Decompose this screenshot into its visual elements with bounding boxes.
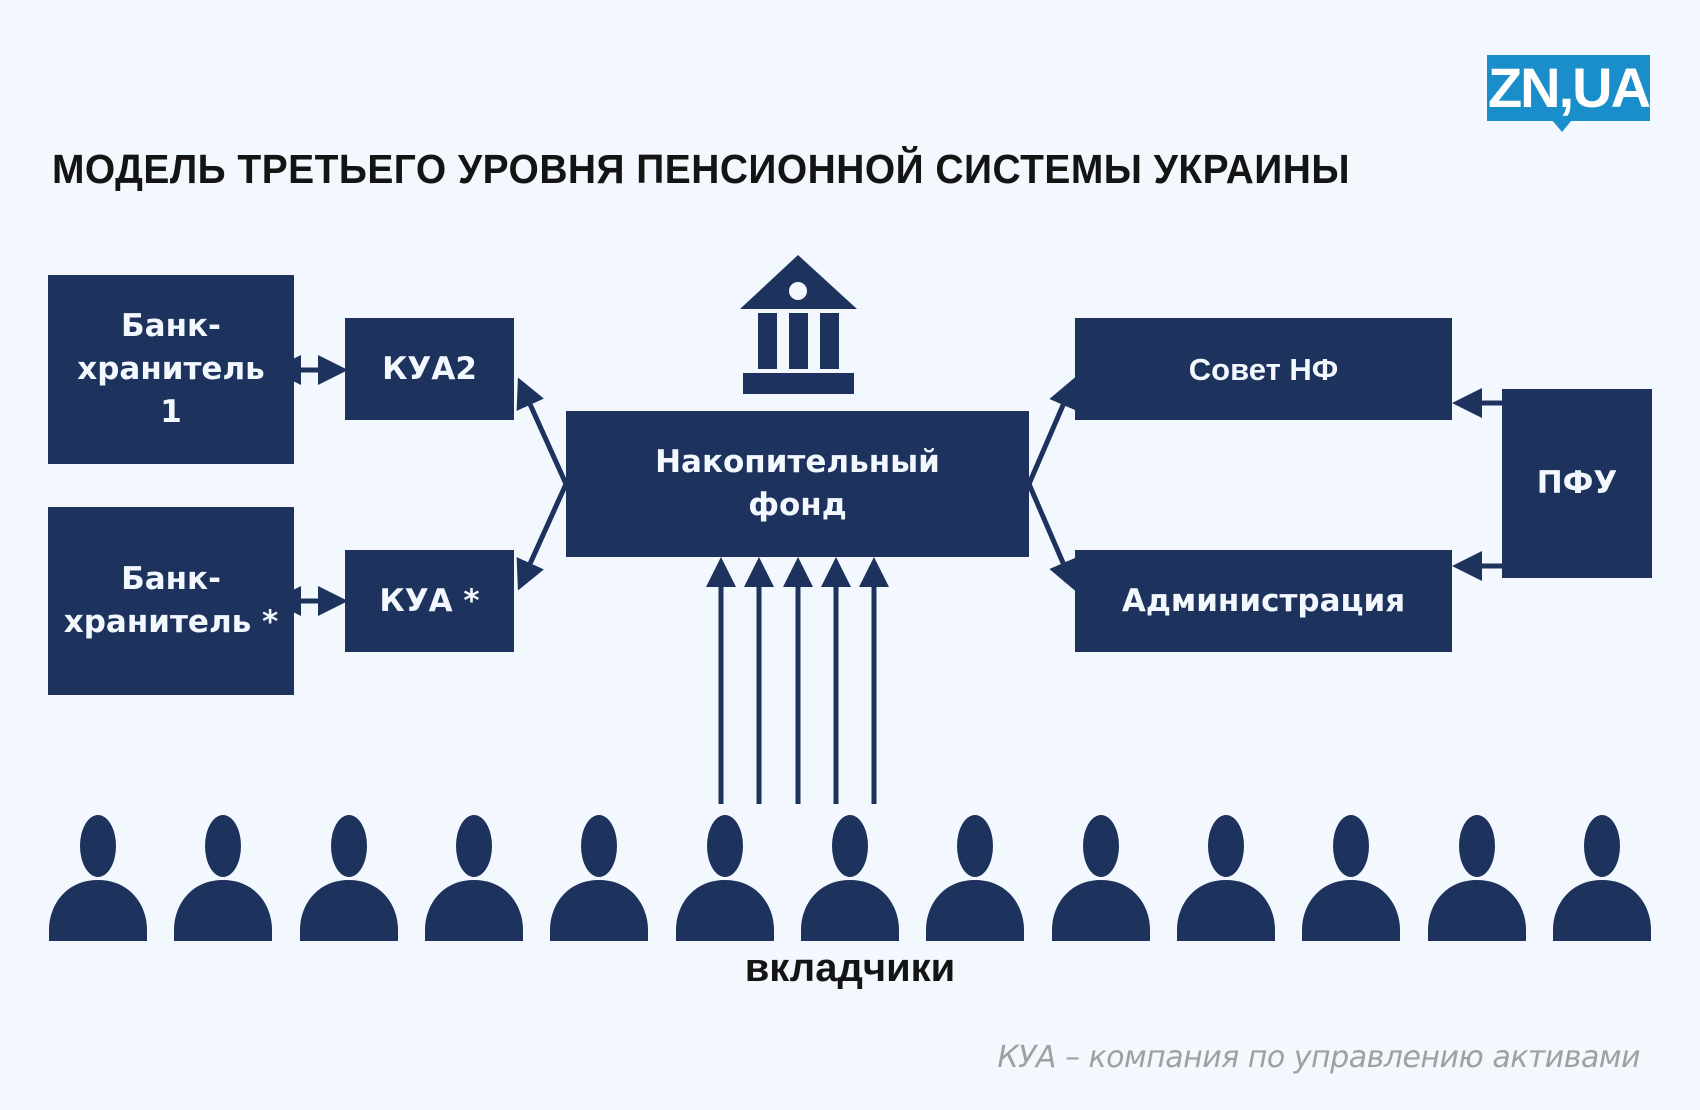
person-body bbox=[1427, 880, 1526, 941]
depositors-label: вкладчики bbox=[744, 946, 956, 990]
footnote: КУА – компания по управлению активами bbox=[997, 1040, 1640, 1075]
person-icon bbox=[1302, 815, 1401, 941]
arrow-fund-kuastar bbox=[516, 482, 569, 591]
person-body bbox=[1553, 880, 1651, 941]
person-icon bbox=[1177, 815, 1275, 941]
kua-star-box: КУА * bbox=[345, 550, 514, 652]
bank-custodian-star-label: Банк- хранитель * bbox=[63, 561, 279, 640]
person-icon bbox=[1427, 815, 1526, 941]
kua2-label: КУА2 bbox=[382, 350, 477, 387]
person-body bbox=[425, 880, 523, 941]
person-head bbox=[957, 815, 994, 877]
person-body bbox=[174, 880, 273, 941]
bank-custodian-star-box: Банк- хранитель * bbox=[48, 507, 294, 695]
person-head bbox=[205, 815, 242, 877]
pfu-label: ПФУ bbox=[1536, 465, 1618, 501]
person-icon bbox=[299, 815, 398, 941]
arrow-fund-administration bbox=[1026, 483, 1077, 591]
kua2-box: КУА2 bbox=[345, 318, 514, 420]
person-head bbox=[1584, 815, 1620, 877]
accumulation-fund-label: Накопительный фонд bbox=[655, 444, 940, 523]
fund-council-box: Совет НФ bbox=[1075, 318, 1452, 420]
person-head bbox=[456, 815, 492, 877]
person-icon bbox=[550, 815, 649, 941]
person-head bbox=[330, 815, 367, 877]
depositors-row bbox=[48, 815, 1652, 941]
kua-star-label: КУА * bbox=[379, 582, 480, 619]
arrow-fund-kua2 bbox=[516, 377, 569, 486]
person-head bbox=[832, 815, 868, 877]
fund-council-label: Совет НФ bbox=[1188, 351, 1339, 387]
person-icon bbox=[49, 815, 147, 941]
logo-speech-tail bbox=[1552, 120, 1572, 132]
person-body bbox=[675, 880, 774, 941]
bank-custodian-1-box: Банк- хранитель 1 bbox=[48, 275, 294, 464]
person-body bbox=[801, 880, 899, 941]
zn-ua-logo: ZN,UA bbox=[1487, 55, 1651, 121]
person-body bbox=[1177, 880, 1275, 941]
arrow-fund-council bbox=[1026, 377, 1077, 485]
accumulation-fund-box: Накопительный фонд bbox=[566, 411, 1029, 557]
person-head bbox=[1082, 815, 1119, 877]
person-icon bbox=[174, 815, 273, 941]
person-icon bbox=[675, 815, 774, 941]
administration-label: Администрация bbox=[1121, 582, 1406, 619]
person-icon bbox=[926, 815, 1025, 941]
person-head bbox=[1458, 815, 1495, 877]
person-body bbox=[1051, 880, 1150, 941]
person-head bbox=[1208, 815, 1244, 877]
pfu-box: ПФУ bbox=[1502, 389, 1652, 578]
person-head bbox=[706, 815, 743, 877]
person-head bbox=[1333, 815, 1370, 877]
person-body bbox=[299, 880, 398, 941]
person-body bbox=[926, 880, 1025, 941]
person-body bbox=[550, 880, 649, 941]
bank-building-icon bbox=[740, 255, 857, 394]
administration-box: Администрация bbox=[1075, 550, 1452, 652]
person-body bbox=[49, 880, 147, 941]
person-icon bbox=[425, 815, 523, 941]
bank-custodian-1-label: Банк- хранитель 1 bbox=[77, 308, 265, 430]
person-icon bbox=[801, 815, 899, 941]
person-head bbox=[80, 815, 116, 877]
person-icon bbox=[1553, 815, 1651, 941]
page-title: МОДЕЛЬ ТРЕТЬЕГО УРОВНЯ ПЕНСИОННОЙ СИСТЕМ… bbox=[52, 146, 1350, 192]
person-body bbox=[1302, 880, 1401, 941]
person-icon bbox=[1051, 815, 1150, 941]
person-head bbox=[581, 815, 618, 877]
